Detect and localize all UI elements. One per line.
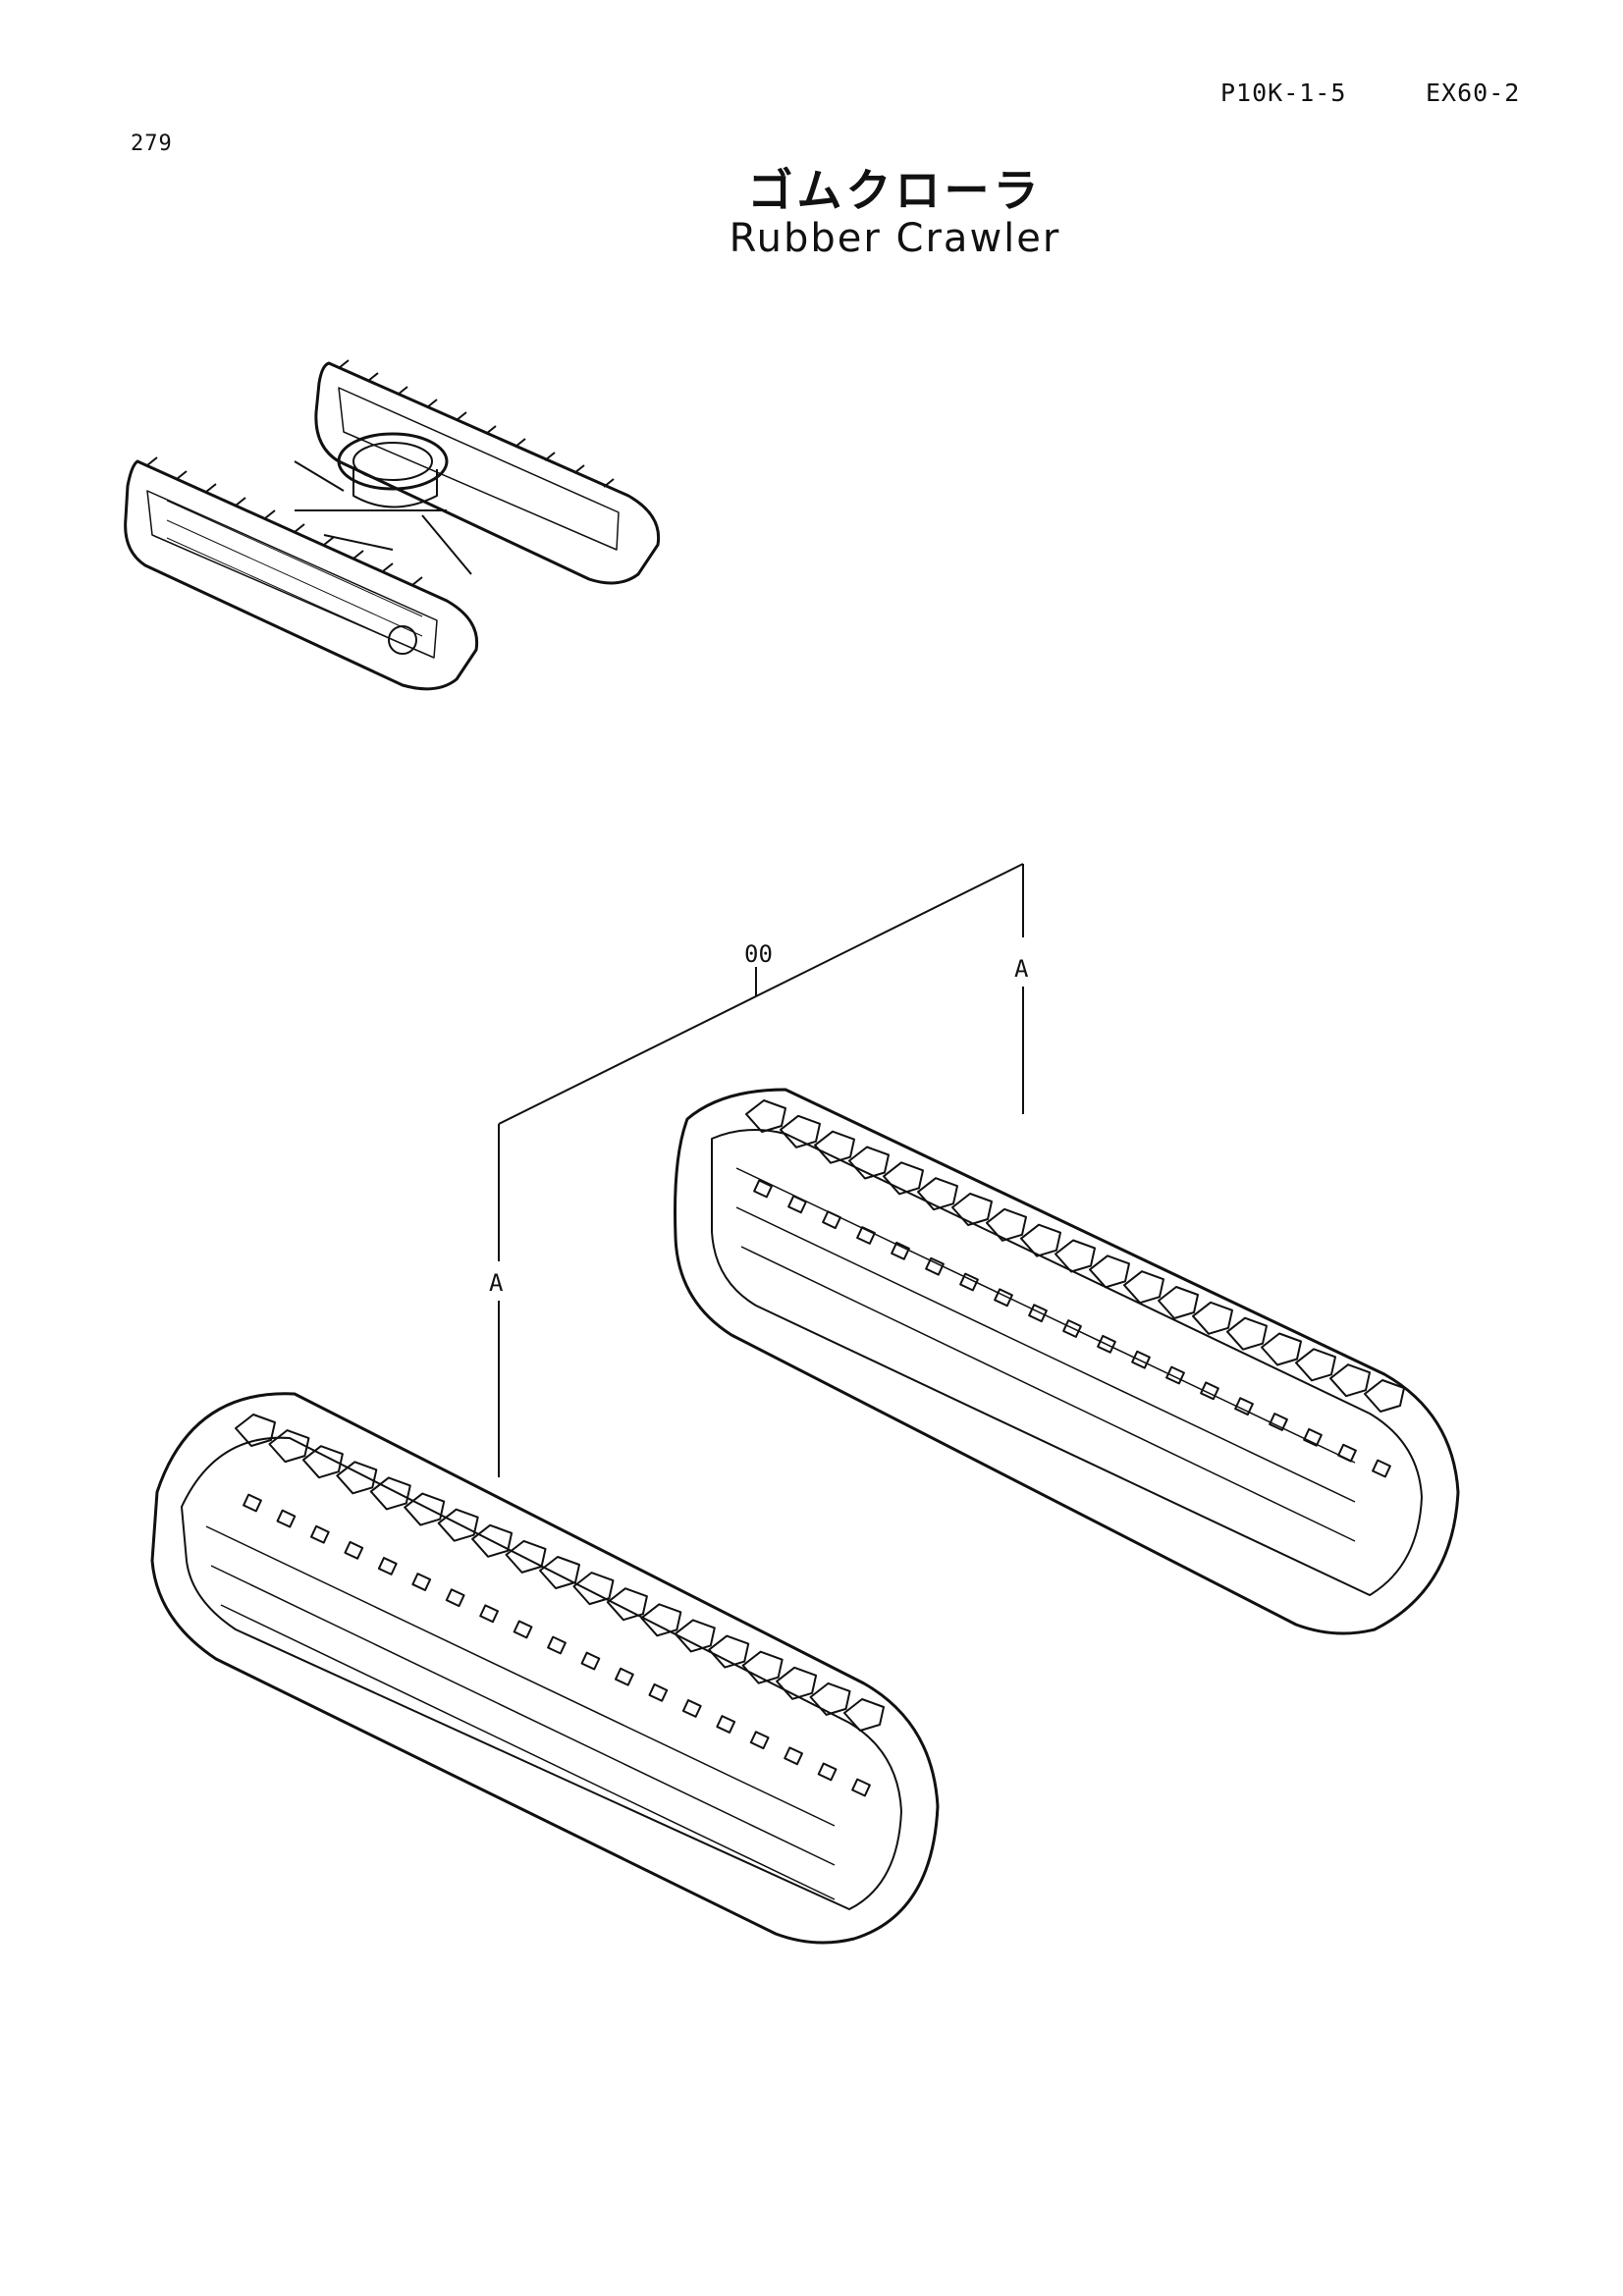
left-crawler-tread-lug (674, 1619, 716, 1653)
right-crawler-tread-lug (1261, 1332, 1302, 1366)
right-crawler-guide-block (994, 1288, 1013, 1308)
left-crawler-guide-block (479, 1604, 499, 1624)
callout-leader-lines (498, 863, 1024, 1477)
left-crawler-guide-block (716, 1715, 736, 1734)
callout-part-a-left: A (489, 1269, 504, 1297)
left-crawler-guide-block (749, 1731, 770, 1750)
left-crawler-guide-block (817, 1762, 838, 1782)
right-crawler-tread-lug (1055, 1239, 1096, 1273)
right-crawler-tread-lug (780, 1114, 821, 1148)
right-crawler-tread-lug (986, 1207, 1027, 1242)
right-crawler-guide-block (1200, 1381, 1219, 1401)
right-crawler-guide-block (1303, 1427, 1323, 1447)
right-crawler-tread-lug (848, 1146, 890, 1180)
left-crawler-guide-block (851, 1778, 871, 1797)
left-crawler-tread-lug (471, 1523, 514, 1558)
right-crawler-tread-lug (1295, 1348, 1336, 1382)
right-crawler-tread-lug (1123, 1270, 1164, 1305)
left-crawler-guide-block (681, 1699, 702, 1718)
title-japanese: ゴムクローラ (747, 164, 1043, 217)
left-crawler-tread-lug (336, 1461, 378, 1495)
left-crawler-tread-lug (741, 1650, 784, 1684)
right-crawler-guide-block (1165, 1365, 1185, 1385)
left-crawler-guide-block (513, 1620, 533, 1639)
left-crawler-tread-lug (235, 1414, 276, 1447)
rubber-crawler-right-illustration (674, 1088, 1460, 1635)
right-crawler-guide-block (1269, 1413, 1288, 1431)
right-crawler-guide-block (753, 1179, 773, 1199)
right-crawler-tread-lug (1329, 1363, 1371, 1398)
left-crawler-tread-lug (843, 1698, 885, 1732)
right-crawler-guide-block (1028, 1304, 1048, 1323)
left-crawler-tread-lug (404, 1492, 446, 1526)
left-crawler-guide-block (445, 1588, 465, 1608)
left-crawler-tread-lug (437, 1508, 479, 1542)
left-crawler-tread-lug (539, 1556, 580, 1589)
right-crawler-guide-block (925, 1256, 945, 1276)
right-crawler-tread-lug (917, 1177, 958, 1211)
right-crawler-guide-block (959, 1272, 979, 1292)
left-crawler-tread-lug (572, 1572, 615, 1606)
right-crawler-tread-lug (883, 1161, 924, 1196)
callout-assembly: 00 (744, 940, 773, 968)
left-crawler-tread-lug (268, 1429, 310, 1464)
part-code: P10K-1-5 (1220, 79, 1347, 107)
right-crawler-guide-block (1062, 1319, 1082, 1338)
left-crawler-guide-block (784, 1746, 803, 1766)
right-crawler-guide-block (1234, 1397, 1254, 1416)
right-crawler-guide-block (1337, 1443, 1357, 1463)
right-crawler-tread-lug (1364, 1379, 1405, 1413)
left-crawler-tread-lug (301, 1445, 344, 1479)
left-crawler-tread-lug (708, 1634, 750, 1669)
right-crawler-tread-lug (1158, 1286, 1199, 1319)
left-crawler-tread-lug (369, 1476, 411, 1511)
right-crawler-tread-lug (1020, 1223, 1061, 1257)
left-crawler-guide-block (411, 1573, 432, 1591)
right-crawler-guide-block (856, 1226, 876, 1245)
left-crawler-tread-lug (640, 1603, 682, 1637)
left-crawler-guide-block (276, 1509, 297, 1528)
right-crawler-tread-lug (745, 1099, 786, 1133)
right-crawler-tread-lug (1089, 1255, 1130, 1289)
right-crawler-guide-block (1097, 1334, 1116, 1354)
left-crawler-tread-lug (809, 1682, 851, 1716)
left-crawler-tread-lug (505, 1539, 547, 1574)
right-crawler-tread-lug (1226, 1316, 1268, 1351)
title-english: Rubber Crawler (729, 216, 1061, 261)
right-crawler-tread-lug (1192, 1301, 1233, 1335)
undercarriage-overview-illustration (124, 359, 661, 691)
right-crawler-tread-lug (951, 1193, 993, 1226)
right-crawler-tread-lug (814, 1130, 855, 1164)
left-crawler-guide-block (344, 1540, 364, 1560)
right-crawler-guide-block (822, 1210, 841, 1230)
left-crawler-guide-block (648, 1682, 669, 1702)
left-crawler-guide-block (310, 1524, 330, 1544)
left-crawler-guide-block (243, 1493, 262, 1513)
left-crawler-guide-block (377, 1557, 398, 1575)
right-crawler-guide-block (1372, 1459, 1391, 1478)
left-crawler-guide-block (580, 1651, 601, 1671)
rubber-crawler-left-illustration (150, 1392, 940, 1945)
right-crawler-guide-block (787, 1195, 807, 1214)
right-crawler-guide-block (891, 1241, 910, 1260)
left-crawler-tread-lug (606, 1587, 648, 1622)
right-crawler-guide-block (1131, 1350, 1151, 1369)
left-crawler-guide-block (547, 1635, 567, 1655)
left-crawler-tread-lug (776, 1666, 818, 1700)
left-crawler-guide-block (615, 1667, 634, 1686)
callout-part-a-right: A (1014, 955, 1029, 983)
page-number: 279 (131, 132, 173, 156)
model-label: EX60-2 (1426, 79, 1521, 107)
